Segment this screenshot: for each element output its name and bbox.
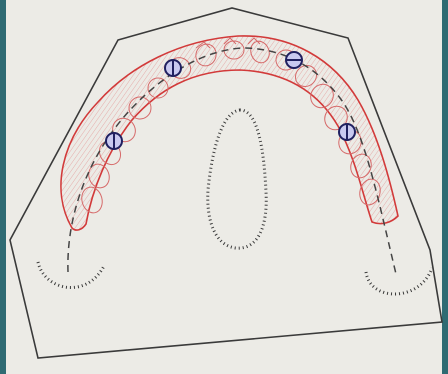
marker-2-icon — [165, 60, 181, 76]
right-posterior-arc — [366, 268, 432, 294]
marker-3-icon — [286, 52, 302, 68]
palate-outline — [208, 110, 267, 248]
arch-dashed-line — [68, 48, 396, 274]
marker-4-icon — [339, 124, 355, 140]
left-posterior-arc — [38, 262, 104, 288]
marker-1-icon — [106, 133, 122, 149]
